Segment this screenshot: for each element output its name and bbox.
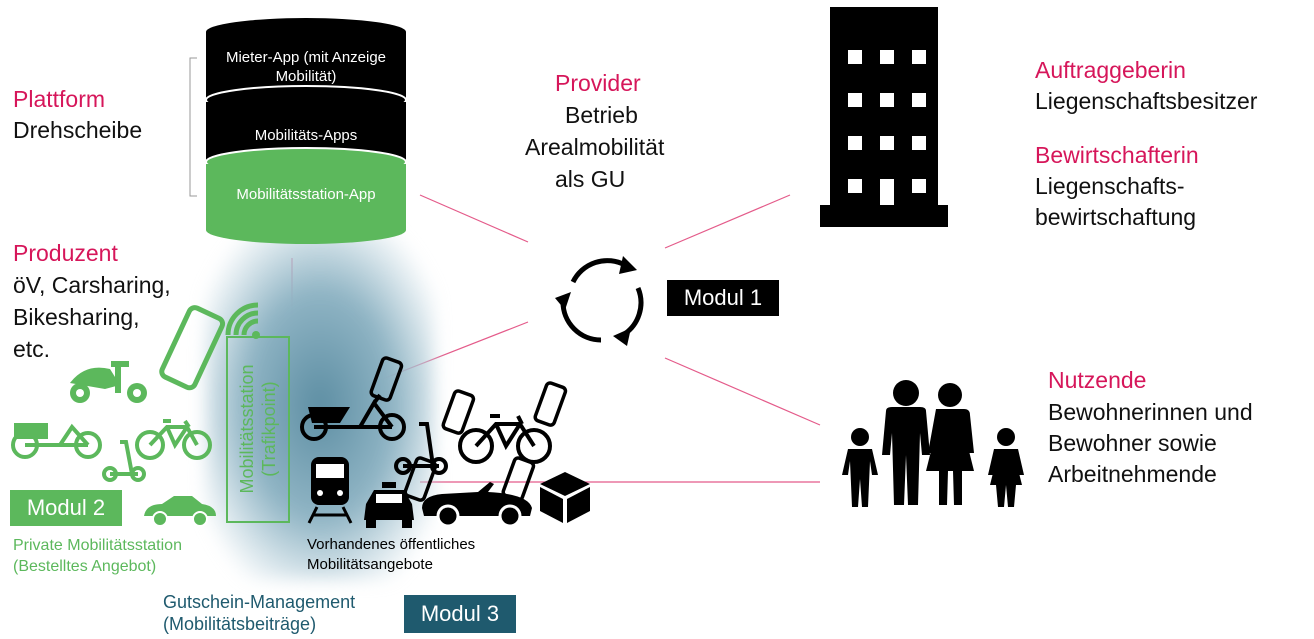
cylinder-layer-2: Mobilitäts-Apps (254, 127, 358, 144)
public-cargo-bike-icon (300, 393, 406, 441)
client-subtitle: Liegenschaftsbesitzer (1035, 88, 1258, 114)
provider-line-1: Betrieb (565, 102, 638, 128)
users-line-2: Bewohner sowie (1048, 430, 1217, 456)
public-smartphone-icon-2 (441, 389, 476, 435)
voucher-line-2: (Mobilitätsbeiträge) (163, 614, 317, 634)
modul-1-badge: Modul 1 (667, 280, 779, 316)
mobility-station-label: Mobilitätsstation (Trafikpoint) (226, 336, 290, 521)
private-station-line-2: (Bestelltes Angebot) (13, 558, 157, 575)
provider-line-3: als GU (555, 166, 626, 192)
public-bicycle-icon (458, 414, 552, 464)
provider-title: Provider (555, 70, 641, 96)
producer-title: Produzent (13, 240, 118, 266)
public-smartphone-icon-4 (403, 456, 438, 502)
platform-title: Plattform (13, 86, 106, 112)
database-cylinder (205, 18, 407, 244)
bicycle-icon (135, 419, 212, 460)
producer-line-1: öV, Carsharing, (13, 272, 171, 298)
kick-scooter-icon (102, 440, 146, 482)
public-kick-scooter-icon (394, 422, 448, 475)
mobility-station-box (226, 336, 290, 523)
family-icon (842, 380, 1024, 507)
taxi-icon (364, 482, 414, 528)
users-line-3: Arbeitnehmende (1048, 461, 1217, 487)
modul-3-badge: Modul 3 (404, 595, 516, 633)
train-icon (307, 457, 353, 524)
provider-line-2: Arealmobilität (525, 134, 665, 160)
convertible-car-icon (422, 482, 532, 528)
manager-line-1: Liegenschafts- (1035, 173, 1185, 199)
cylinder-layer-1: Mieter-App (mit Anzeige Mobilität) (225, 49, 387, 85)
client-title: Auftraggeberin (1035, 57, 1186, 83)
public-offer-line-2: Mobilitätsangebote (307, 556, 433, 573)
users-title: Nutzende (1048, 367, 1147, 393)
package-icon (540, 472, 590, 523)
users-line-1: Bewohnerinnen und (1048, 399, 1253, 425)
voucher-line-1: Gutschein-Management (163, 592, 356, 612)
modul-2-badge: Modul 2 (10, 490, 122, 526)
producer-line-2: Bikesharing, (13, 304, 140, 330)
manager-title: Bewirtschafterin (1035, 142, 1199, 168)
manager-line-2: bewirtschaftung (1035, 204, 1197, 230)
platform-subtitle: Drehscheibe (13, 117, 143, 143)
producer-line-3: etc. (13, 336, 51, 362)
public-smartphone-icon-3 (533, 381, 568, 427)
scooter-icon (70, 361, 147, 403)
car-icon (144, 496, 216, 527)
wifi-icon (225, 302, 260, 339)
cargo-bike-icon (11, 423, 102, 459)
cylinder-layer-3: Mobilitätsstation-App (236, 186, 376, 203)
smartphone-icon (159, 305, 226, 391)
station-line-2: (Trafikpoint) (259, 380, 279, 477)
private-station-line-1: Private Mobilitätsstation (13, 537, 182, 554)
cycle-arrows-icon (555, 256, 644, 346)
public-offer-line-1: Vorhandenes öffentliches (307, 536, 476, 553)
building-icon (820, 7, 948, 227)
station-line-1: Mobilitätsstation (237, 363, 257, 494)
